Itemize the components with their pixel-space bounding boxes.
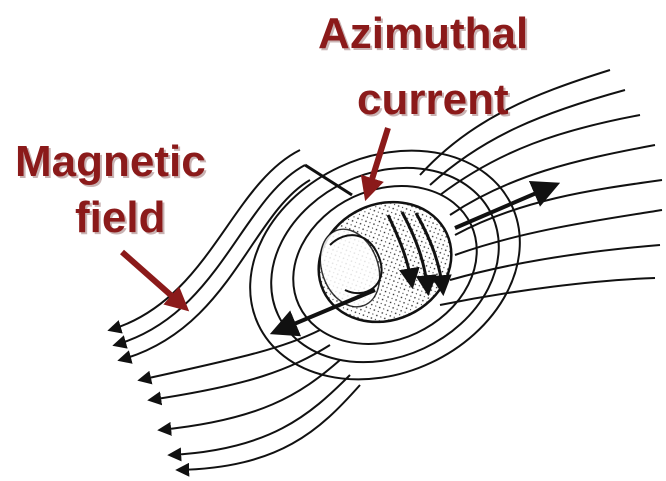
field-line (450, 145, 655, 215)
field-line (440, 278, 655, 305)
magnetic-field-label-line2: field (75, 196, 165, 240)
rotating-body (299, 181, 471, 344)
azimuthal-current-pointer (368, 128, 388, 192)
magnetic-field-pointer (122, 252, 182, 305)
field-line (450, 245, 660, 280)
azimuthal-current-label-line2: current (357, 78, 509, 122)
field-line (178, 385, 360, 470)
field-line (140, 330, 320, 380)
magnetic-field-label-line1: Magnetic (15, 140, 206, 184)
azimuthal-current-label-line1: Azimuthal (318, 12, 528, 56)
axis-arrow-upper (455, 185, 555, 228)
field-line (170, 375, 350, 455)
